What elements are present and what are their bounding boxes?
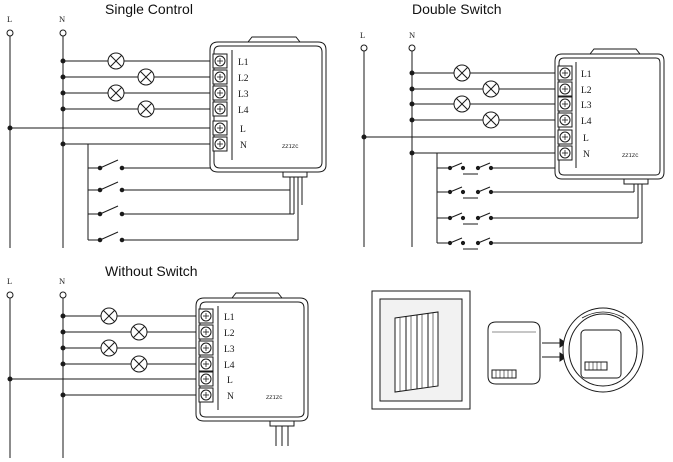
lamp-icon bbox=[137, 100, 155, 118]
lamp-icon bbox=[453, 64, 471, 82]
terminal-label: N bbox=[227, 392, 234, 402]
neutral-label: N bbox=[59, 14, 65, 24]
terminal-label: L2 bbox=[581, 86, 592, 96]
terminal-label: L3 bbox=[238, 90, 249, 100]
terminal-label: L3 bbox=[581, 101, 592, 111]
double-switch-title: Double Switch bbox=[412, 1, 502, 17]
without-switch-diagram: Without Switch L N L1 L2 bbox=[6, 263, 309, 458]
wall-switch-icon bbox=[371, 290, 471, 410]
terminal-label: L4 bbox=[581, 117, 592, 127]
terminal-label: L bbox=[227, 376, 233, 386]
module-marking: ZZIZC bbox=[266, 394, 283, 401]
module-marking: ZZIZC bbox=[282, 143, 299, 150]
live-label: L bbox=[7, 14, 12, 24]
installation-illustration bbox=[371, 290, 644, 410]
terminal-label: L1 bbox=[238, 58, 249, 68]
terminal-label: L4 bbox=[224, 361, 235, 371]
terminal-label: L4 bbox=[238, 106, 249, 116]
wall-box-icon bbox=[562, 307, 644, 393]
lamp-icon bbox=[100, 339, 118, 357]
smart-module-icon bbox=[487, 321, 541, 385]
single-control-title: Single Control bbox=[105, 1, 193, 17]
terminal-label: L2 bbox=[238, 74, 249, 84]
neutral-label: N bbox=[409, 30, 415, 40]
lamp-icon bbox=[137, 68, 155, 86]
neutral-label: N bbox=[59, 276, 65, 286]
terminal-label: L bbox=[240, 125, 246, 135]
lamp-icon bbox=[107, 84, 125, 102]
lamp-icon bbox=[482, 80, 500, 98]
terminal-label: N bbox=[583, 150, 590, 160]
live-label: L bbox=[360, 30, 365, 40]
terminal-label: L1 bbox=[581, 70, 592, 80]
live-label: L bbox=[7, 276, 12, 286]
lamp-icon bbox=[107, 52, 125, 70]
double-switch-diagram: Double Switch L N bbox=[360, 1, 665, 250]
terminal-label: L1 bbox=[224, 313, 235, 323]
terminal-label: L bbox=[583, 134, 589, 144]
lamp-icon bbox=[100, 307, 118, 325]
terminal-label: L2 bbox=[224, 329, 235, 339]
module-marking: ZZIZC bbox=[622, 152, 639, 159]
lamp-icon bbox=[130, 323, 148, 341]
lamp-icon bbox=[453, 95, 471, 113]
lamp-icon bbox=[130, 355, 148, 373]
single-control-diagram: Single Control L N bbox=[6, 1, 327, 248]
lamp-icon bbox=[482, 111, 500, 129]
terminal-label: N bbox=[240, 141, 247, 151]
without-switch-title: Without Switch bbox=[105, 263, 198, 279]
arrow-right-icon bbox=[542, 338, 567, 362]
terminal-label: L3 bbox=[224, 345, 235, 355]
